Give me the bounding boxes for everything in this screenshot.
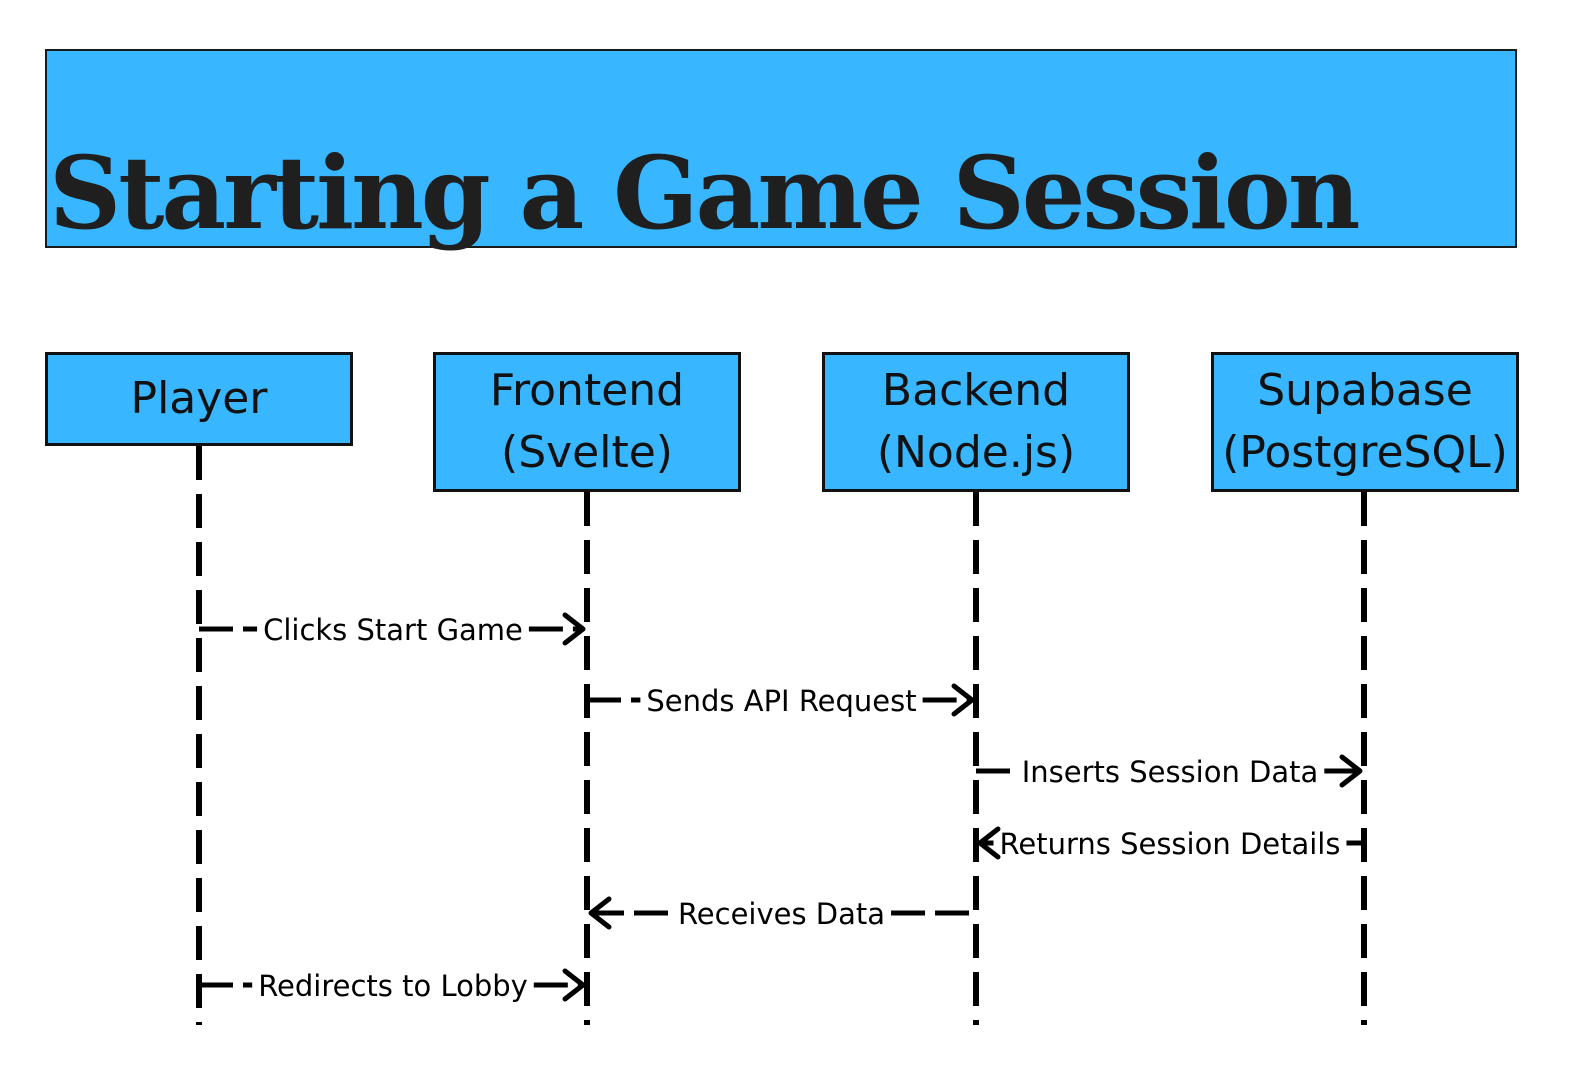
participant-supabase: Supabase (PostgreSQL) (1211, 352, 1519, 492)
participant-supabase-label: Supabase (1257, 365, 1473, 416)
title-banner: Starting a Game Session (45, 49, 1517, 248)
arrowhead-icon (562, 968, 586, 1002)
participant-backend: Backend (Node.js) (822, 352, 1130, 492)
message-label: Redirects to Lobby (258, 969, 528, 1003)
participant-player-label: Player (130, 373, 268, 424)
message-label: Sends API Request (646, 684, 916, 718)
participant-player: Player (45, 352, 353, 446)
participant-frontend-label: Frontend (489, 365, 685, 416)
arrowhead-icon (1339, 754, 1363, 788)
participant-backend-tech: (Node.js) (876, 427, 1076, 478)
participant-supabase-tech: (PostgreSQL) (1222, 427, 1508, 478)
participant-frontend: Frontend (Svelte) (433, 352, 741, 492)
participant-frontend-tech: (Svelte) (501, 427, 673, 478)
message-label: Receives Data (678, 897, 885, 931)
arrowhead-icon (588, 896, 612, 930)
arrowhead-icon (951, 683, 975, 717)
message-label: Clicks Start Game (263, 613, 523, 647)
message-label: Inserts Session Data (1022, 755, 1319, 789)
message-label: Returns Session Details (1000, 827, 1341, 861)
arrowhead-icon (977, 826, 1001, 860)
participant-backend-label: Backend (881, 365, 1071, 416)
arrowhead-icon (562, 612, 586, 646)
diagram-title: Starting a Game Session (49, 134, 1360, 252)
